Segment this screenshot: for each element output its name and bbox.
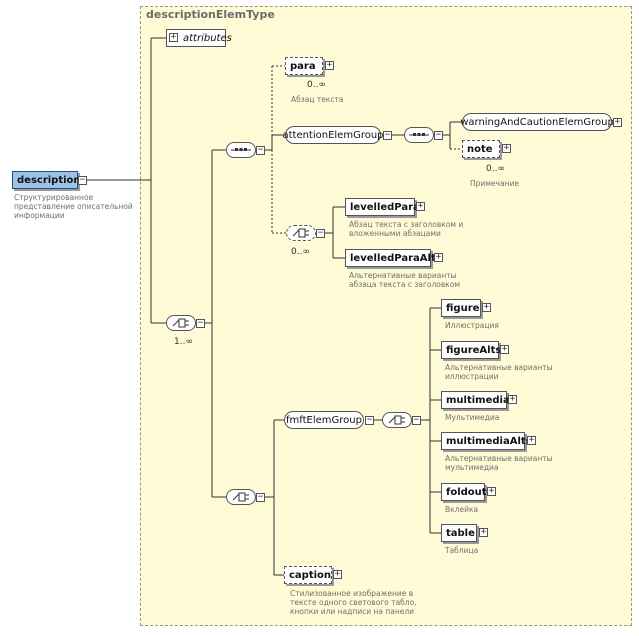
group-warningAndCautionElemGroup[interactable]: warningAndCautionElemGroup xyxy=(460,113,614,131)
complex-type-name: descriptionElemType xyxy=(146,8,275,21)
foldout-annotation: Вклейка xyxy=(445,505,479,514)
sequence-compositor-icon[interactable] xyxy=(226,142,256,158)
multimedia-annotation: Мультимедиа xyxy=(445,413,500,422)
expand-icon[interactable]: + xyxy=(434,252,443,262)
element-multimedia[interactable]: multimedia xyxy=(441,391,510,409)
element-foldout[interactable]: foldout xyxy=(441,483,487,501)
sequence-compositor-icon[interactable] xyxy=(404,127,434,143)
element-levelledPara[interactable]: levelledPara xyxy=(345,198,420,216)
group-fmftElemGroup-label: fmftElemGroup xyxy=(286,414,362,426)
sequence-compositor-icon[interactable] xyxy=(226,489,256,505)
attributes-label: attributes xyxy=(183,32,232,44)
element-figureAlts[interactable]: figureAlts xyxy=(441,341,502,359)
element-foldout-label: foldout xyxy=(446,486,487,498)
para-annotation: Абзац текста xyxy=(291,95,344,104)
expand-icon[interactable]: + xyxy=(333,569,342,579)
collapse-icon[interactable]: − xyxy=(365,415,374,425)
complex-type-region xyxy=(140,6,632,626)
choice-compositor-icon[interactable] xyxy=(382,412,412,428)
expand-icon[interactable]: + xyxy=(502,143,511,153)
expand-icon[interactable]: + xyxy=(325,60,334,70)
collapse-icon[interactable]: − xyxy=(412,415,421,425)
element-caption[interactable]: caption xyxy=(284,566,332,584)
collapse-icon[interactable]: − xyxy=(256,492,265,502)
levelledParaAlts-annotation: Альтернативные варианты абзаца текста с … xyxy=(349,271,461,289)
element-figure[interactable]: figure xyxy=(441,299,481,317)
element-multimediaAlts[interactable]: multimediaAlts xyxy=(441,432,532,450)
group-warningAndCautionElemGroup-label: warningAndCautionElemGroup xyxy=(460,116,614,128)
element-note-label: note xyxy=(467,143,493,155)
attributes-box[interactable]: attributes xyxy=(166,29,232,47)
expand-icon[interactable]: + xyxy=(169,32,178,42)
group-fmftElemGroup[interactable]: fmftElemGroup xyxy=(284,411,364,429)
expand-icon[interactable]: + xyxy=(482,302,491,312)
root-element-label: description xyxy=(17,174,81,186)
para-cardinality: 0..∞ xyxy=(307,80,326,90)
multimediaAlts-annotation: Альтернативные варианты мультимедиа xyxy=(445,454,553,472)
collapse-icon[interactable]: − xyxy=(196,318,205,328)
table-annotation: Таблица xyxy=(445,546,479,555)
group-attentionElemGroup[interactable]: attentionElemGroup xyxy=(282,126,384,144)
expand-icon[interactable]: + xyxy=(527,435,536,445)
expand-icon[interactable]: + xyxy=(487,486,496,496)
figure-annotation: Иллюстрация xyxy=(445,321,499,330)
collapse-icon[interactable]: − xyxy=(383,130,392,140)
collapse-icon[interactable]: − xyxy=(256,145,265,155)
element-caption-label: caption xyxy=(289,569,332,581)
element-levelledParaAlts[interactable]: levelledParaAlts xyxy=(345,249,442,267)
levelledPara-annotation: Абзац текста с заголовком и вложенными а… xyxy=(349,220,464,238)
element-multimedia-label: multimedia xyxy=(446,394,510,406)
caption-annotation: Стилизованное изображение в тексте одног… xyxy=(290,589,417,616)
choice-cardinality: 0..∞ xyxy=(291,247,310,257)
collapse-icon[interactable]: − xyxy=(434,130,443,140)
expand-icon[interactable]: + xyxy=(500,344,509,354)
element-note[interactable]: note xyxy=(462,140,500,158)
element-levelledParaAlts-label: levelledParaAlts xyxy=(350,252,442,264)
element-figure-label: figure xyxy=(446,302,480,314)
expand-icon[interactable]: + xyxy=(416,201,425,211)
expand-icon[interactable]: + xyxy=(613,117,622,127)
element-table[interactable]: table xyxy=(441,524,477,542)
element-figureAlts-label: figureAlts xyxy=(446,344,502,356)
choice-compositor-icon[interactable] xyxy=(166,315,196,331)
expand-icon[interactable]: + xyxy=(508,394,517,404)
main-choice-cardinality: 1..∞ xyxy=(174,337,193,347)
element-table-label: table xyxy=(446,527,475,539)
collapse-icon[interactable]: − xyxy=(316,228,325,238)
element-para-label: para xyxy=(290,60,316,72)
element-multimediaAlts-label: multimediaAlts xyxy=(446,435,532,447)
element-levelledPara-label: levelledPara xyxy=(350,201,420,213)
expand-icon[interactable]: + xyxy=(479,527,488,537)
root-element-description[interactable]: description xyxy=(12,171,81,189)
note-cardinality: 0..∞ xyxy=(486,164,505,174)
choice-compositor-icon[interactable] xyxy=(286,225,316,241)
note-annotation: Примечание xyxy=(470,179,519,188)
element-para[interactable]: para xyxy=(285,57,323,75)
collapse-icon[interactable]: − xyxy=(78,175,87,185)
figureAlts-annotation: Альтернативные варианты иллюстрации xyxy=(445,363,553,381)
root-element-annotation: Структурированное представление описател… xyxy=(14,193,133,220)
group-attentionElemGroup-label: attentionElemGroup xyxy=(282,129,384,141)
